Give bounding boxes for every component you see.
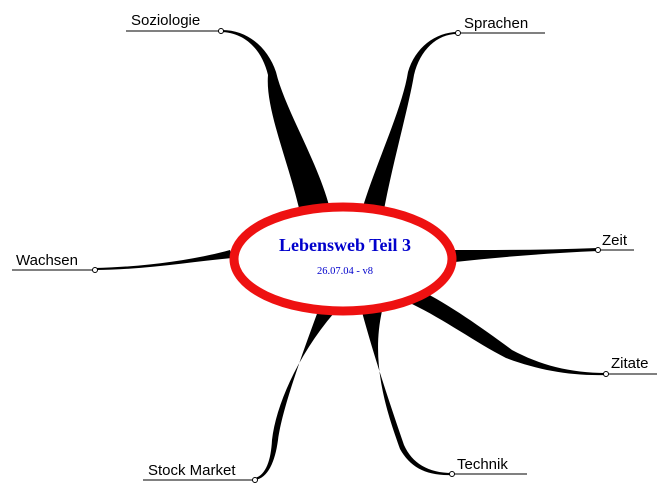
branch-zeit[interactable]: Zeit xyxy=(453,232,634,262)
central-node-subtitle: 26.07.04 - v8 xyxy=(317,266,373,277)
branch-label-wachsen: Wachsen xyxy=(16,252,78,269)
branch-label-technik: Technik xyxy=(457,456,508,473)
branch-node-technik xyxy=(449,471,455,477)
branch-connector-stock-market xyxy=(255,311,334,480)
central-node-ring xyxy=(229,202,457,316)
branch-label-stock-market: Stock Market xyxy=(148,462,236,479)
branch-stock-market[interactable]: Stock Market xyxy=(143,311,334,483)
branch-connector-technik xyxy=(362,311,452,476)
branch-technik[interactable]: Technik xyxy=(362,311,527,477)
branch-connector-zeit xyxy=(453,248,598,262)
branch-soziologie[interactable]: Soziologie xyxy=(126,12,331,217)
branch-label-zeit: Zeit xyxy=(602,232,628,249)
branch-connector-zitate xyxy=(412,290,606,376)
branch-node-wachsen xyxy=(92,267,98,273)
central-node[interactable]: Lebensweb Teil 3 26.07.04 - v8 xyxy=(229,202,457,316)
branch-label-zitate: Zitate xyxy=(611,355,649,372)
branch-node-zeit xyxy=(595,247,601,253)
branch-label-soziologie: Soziologie xyxy=(131,12,200,29)
branch-connector-sprachen xyxy=(361,32,458,215)
branch-node-stock-market xyxy=(252,477,258,483)
branch-connector-wachsen xyxy=(95,250,232,270)
branch-node-zitate xyxy=(603,371,609,377)
branch-sprachen[interactable]: Sprachen xyxy=(361,15,545,215)
branch-wachsen[interactable]: Wachsen xyxy=(12,250,232,273)
branch-node-soziologie xyxy=(218,28,224,34)
branch-connector-soziologie xyxy=(220,30,331,217)
branch-label-sprachen: Sprachen xyxy=(464,15,528,32)
branch-node-sprachen xyxy=(455,30,461,36)
central-node-title: Lebensweb Teil 3 xyxy=(279,235,411,255)
branch-zitate[interactable]: Zitate xyxy=(412,290,657,377)
